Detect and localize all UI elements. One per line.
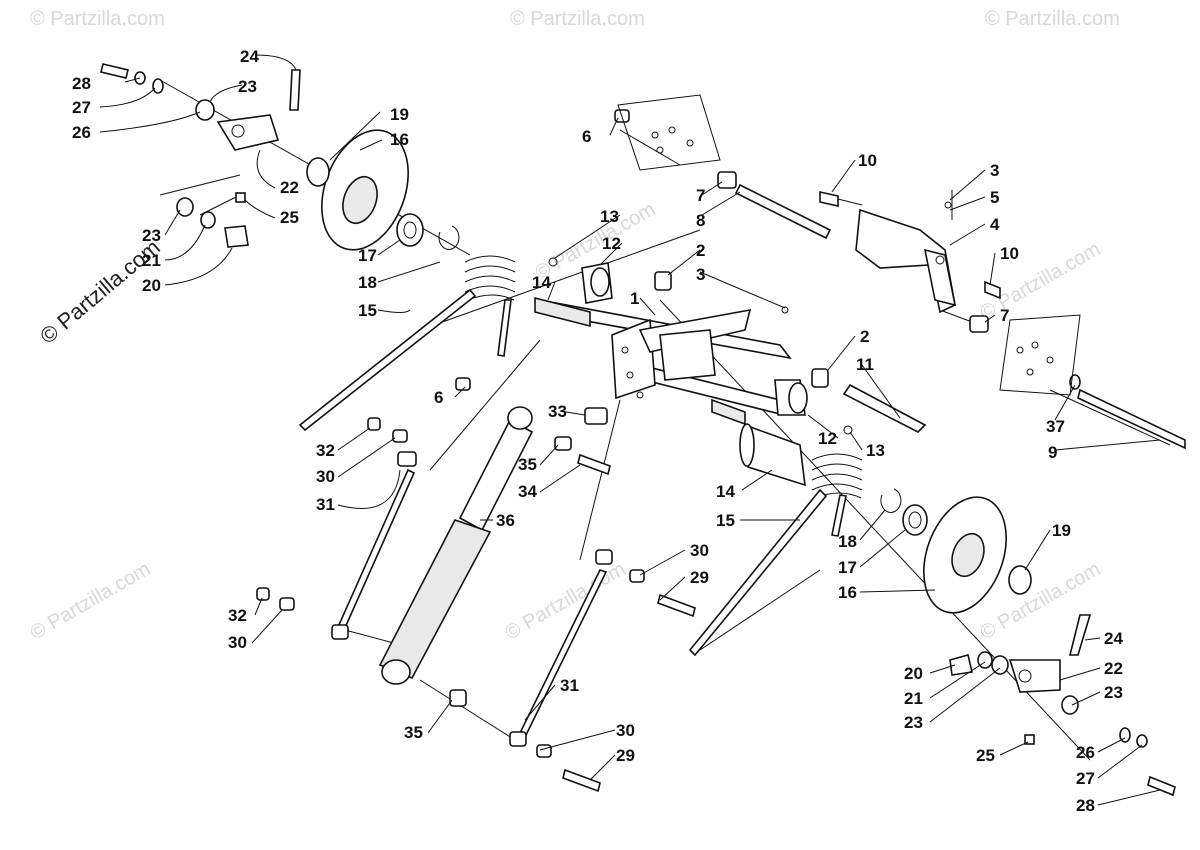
callout-8: 8: [696, 211, 705, 230]
callout-6: 6: [434, 388, 443, 407]
callout-13: 13: [600, 207, 619, 226]
callout-30: 30: [616, 721, 635, 740]
callout-22: 22: [1104, 659, 1123, 678]
callout-15: 15: [358, 301, 377, 320]
callout-6: 6: [582, 127, 591, 146]
callout-18: 18: [358, 273, 377, 292]
callout-10: 10: [858, 151, 877, 170]
callout-31: 31: [316, 495, 335, 514]
callout-27: 27: [1076, 769, 1095, 788]
callout-10: 10: [1000, 244, 1019, 263]
callout-3: 3: [696, 265, 705, 284]
callout-14: 14: [716, 482, 735, 501]
leader-lines: [99, 54, 1161, 806]
parts-drawing: [100, 63, 1186, 797]
callout-36: 36: [496, 511, 515, 530]
callout-4: 4: [990, 215, 1000, 234]
callout-labels: 28 27 26 24 23 19 16 22 25 23 21 20 17 1…: [72, 47, 1123, 815]
callout-18: 18: [838, 532, 857, 551]
callout-26: 26: [72, 123, 91, 142]
callout-32: 32: [316, 441, 335, 460]
callout-11: 11: [856, 355, 874, 374]
callout-9: 9: [1048, 443, 1057, 462]
callout-21: 21: [904, 689, 923, 708]
callout-26: 26: [1076, 743, 1095, 762]
callout-35: 35: [518, 455, 537, 474]
callout-1: 1: [630, 289, 639, 308]
callout-23: 23: [1104, 683, 1123, 702]
callout-2: 2: [860, 327, 869, 346]
watermark: © Partzilla.com: [30, 8, 165, 30]
callout-25: 25: [280, 208, 299, 227]
callout-27: 27: [72, 98, 91, 117]
callout-7: 7: [1000, 306, 1009, 325]
callout-23: 23: [142, 226, 161, 245]
callout-17: 17: [358, 246, 377, 265]
callout-29: 29: [616, 746, 635, 765]
callout-30: 30: [316, 467, 335, 486]
callout-24: 24: [240, 47, 259, 66]
callout-22: 22: [280, 178, 299, 197]
callout-7: 7: [696, 186, 705, 205]
callout-5: 5: [990, 188, 999, 207]
watermark: © Partzilla.com: [977, 238, 1105, 324]
watermark: © Partzilla.com: [502, 558, 630, 644]
callout-21: 21: [142, 251, 161, 270]
watermark: © Partzilla.com: [510, 8, 645, 30]
callout-31: 31: [560, 676, 579, 695]
callout-15: 15: [716, 511, 735, 530]
callout-12: 12: [818, 429, 837, 448]
callout-16: 16: [390, 130, 409, 149]
callout-28: 28: [1076, 796, 1095, 815]
callout-30: 30: [690, 541, 709, 560]
callout-35: 35: [404, 723, 423, 742]
callout-19: 19: [1052, 521, 1071, 540]
callout-13: 13: [866, 441, 885, 460]
callout-28: 28: [72, 74, 91, 93]
callout-34: 34: [518, 482, 537, 501]
callout-12: 12: [602, 234, 621, 253]
callout-24: 24: [1104, 629, 1123, 648]
watermark: © Partzilla.com: [27, 558, 155, 644]
callout-2: 2: [696, 241, 705, 260]
callout-33: 33: [548, 402, 567, 421]
callout-17: 17: [838, 558, 857, 577]
callout-37: 37: [1046, 417, 1065, 436]
callout-23: 23: [904, 713, 923, 732]
callout-16: 16: [838, 583, 857, 602]
watermark: © Partzilla.com: [985, 8, 1120, 30]
callout-29: 29: [690, 568, 709, 587]
callout-14: 14: [532, 273, 551, 292]
callout-20: 20: [142, 276, 161, 295]
callout-20: 20: [904, 664, 923, 683]
callout-23: 23: [238, 77, 257, 96]
callout-25: 25: [976, 746, 995, 765]
callout-3: 3: [990, 161, 999, 180]
callout-30: 30: [228, 633, 247, 652]
callout-19: 19: [390, 105, 409, 124]
callout-32: 32: [228, 606, 247, 625]
